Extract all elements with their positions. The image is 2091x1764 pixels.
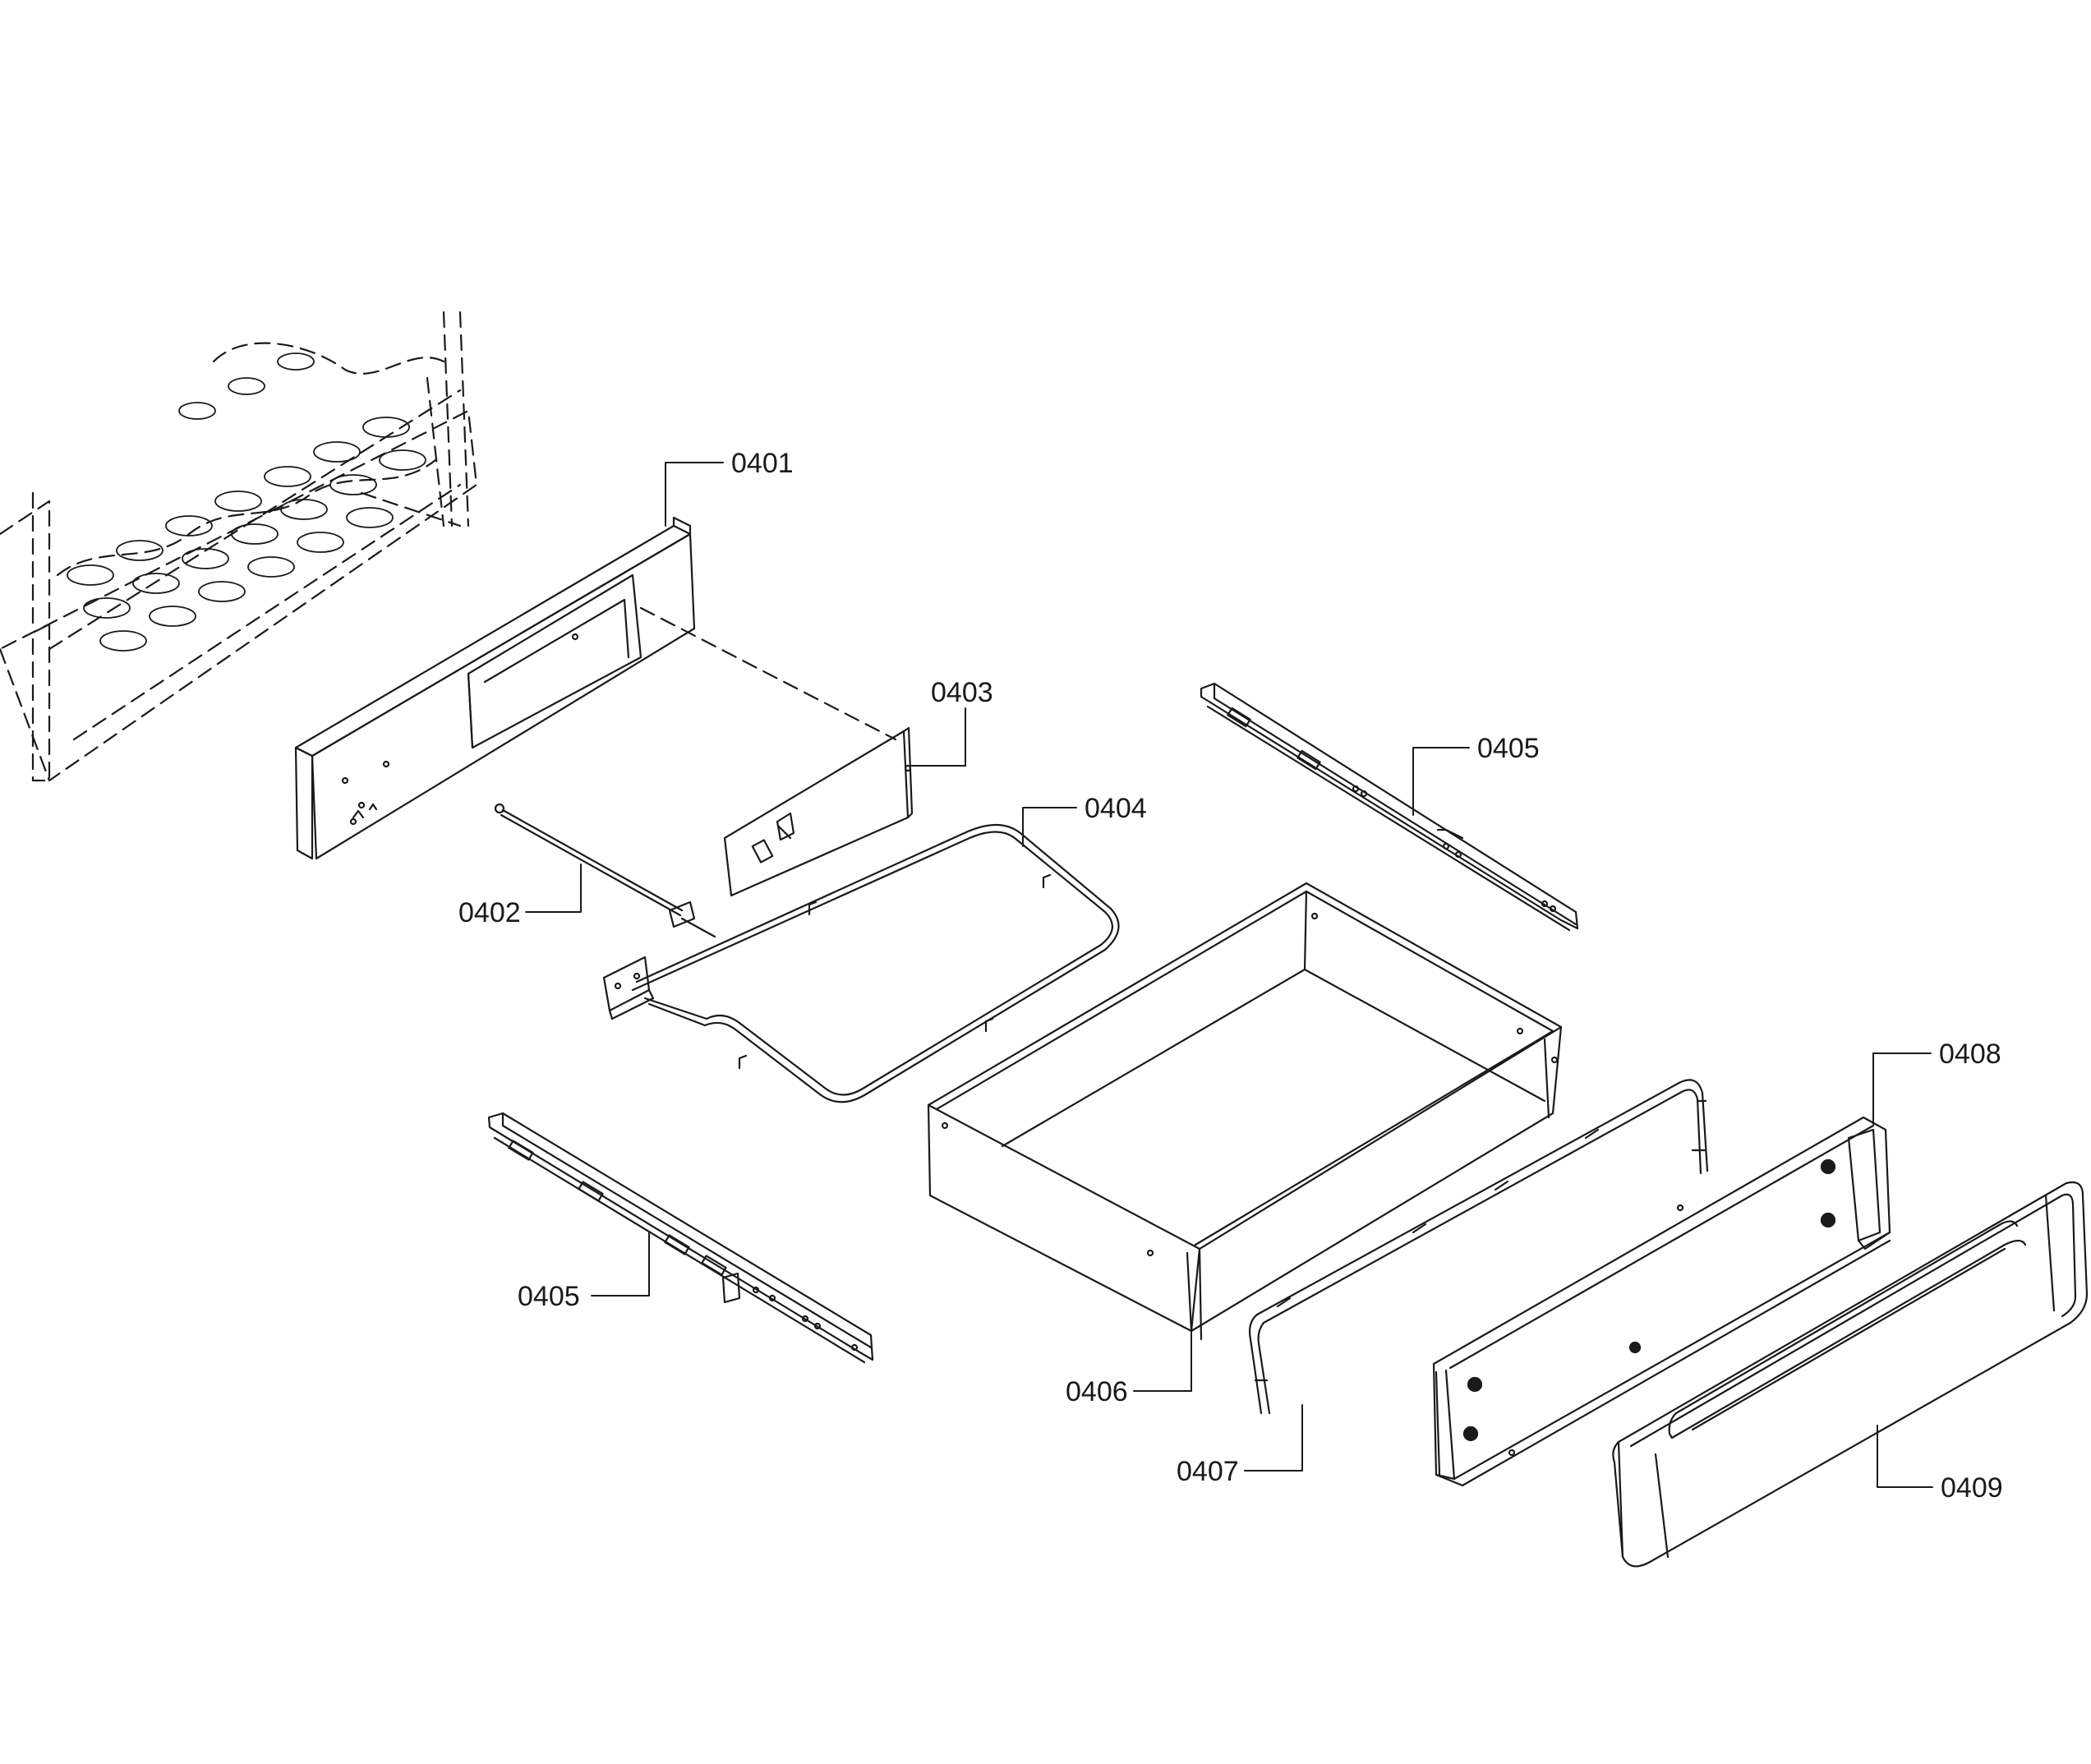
leader-0408 [1872,1052,1932,1125]
callout-0405-upper: 0405 [1477,733,1540,764]
part-0403-cover-plate [723,726,914,897]
callout-0404: 0404 [1085,793,1147,824]
leader-0405a [1412,747,1470,816]
oven-cavity-vents [67,352,426,652]
oven-cavity-outline [0,311,478,782]
callout-0409: 0409 [1941,1472,2003,1504]
part-0407-gasket [1248,1079,1709,1415]
leader-0409 [1877,1425,1933,1488]
leader-0403 [910,707,966,767]
callout-leaders [525,462,1933,1488]
callout-0403: 0403 [931,677,993,708]
leader-0407 [1244,1404,1303,1472]
part-0402-sensor [494,803,716,938]
leader-0404 [1022,807,1077,847]
callout-0402: 0402 [458,897,521,928]
callout-0408: 0408 [1939,1039,2001,1070]
callout-0406: 0406 [1066,1376,1128,1407]
part-0404-heating-element [602,823,1120,1103]
part-0405-lower-rail [487,1112,874,1364]
part-0406-drawer-box [927,882,1563,1341]
part-0409-door-front [1612,1181,2089,1568]
leader-0406 [1133,1330,1192,1392]
callout-0407: 0407 [1177,1456,1239,1487]
callout-0401: 0401 [731,448,794,479]
part-0401-rear-panel [294,516,696,860]
alignment-line-0401-0403 [639,606,897,741]
callout-labels: 0401 0402 0403 0404 0405 0405 0406 0407 … [458,448,2003,1504]
part-0408-inner-door-panel [1432,1116,1891,1487]
leader-0402 [525,864,582,913]
leader-0401 [665,462,724,527]
leader-0405b [591,1232,650,1297]
part-0405-upper-rail [1200,682,1579,932]
callout-0405-lower: 0405 [518,1281,580,1312]
